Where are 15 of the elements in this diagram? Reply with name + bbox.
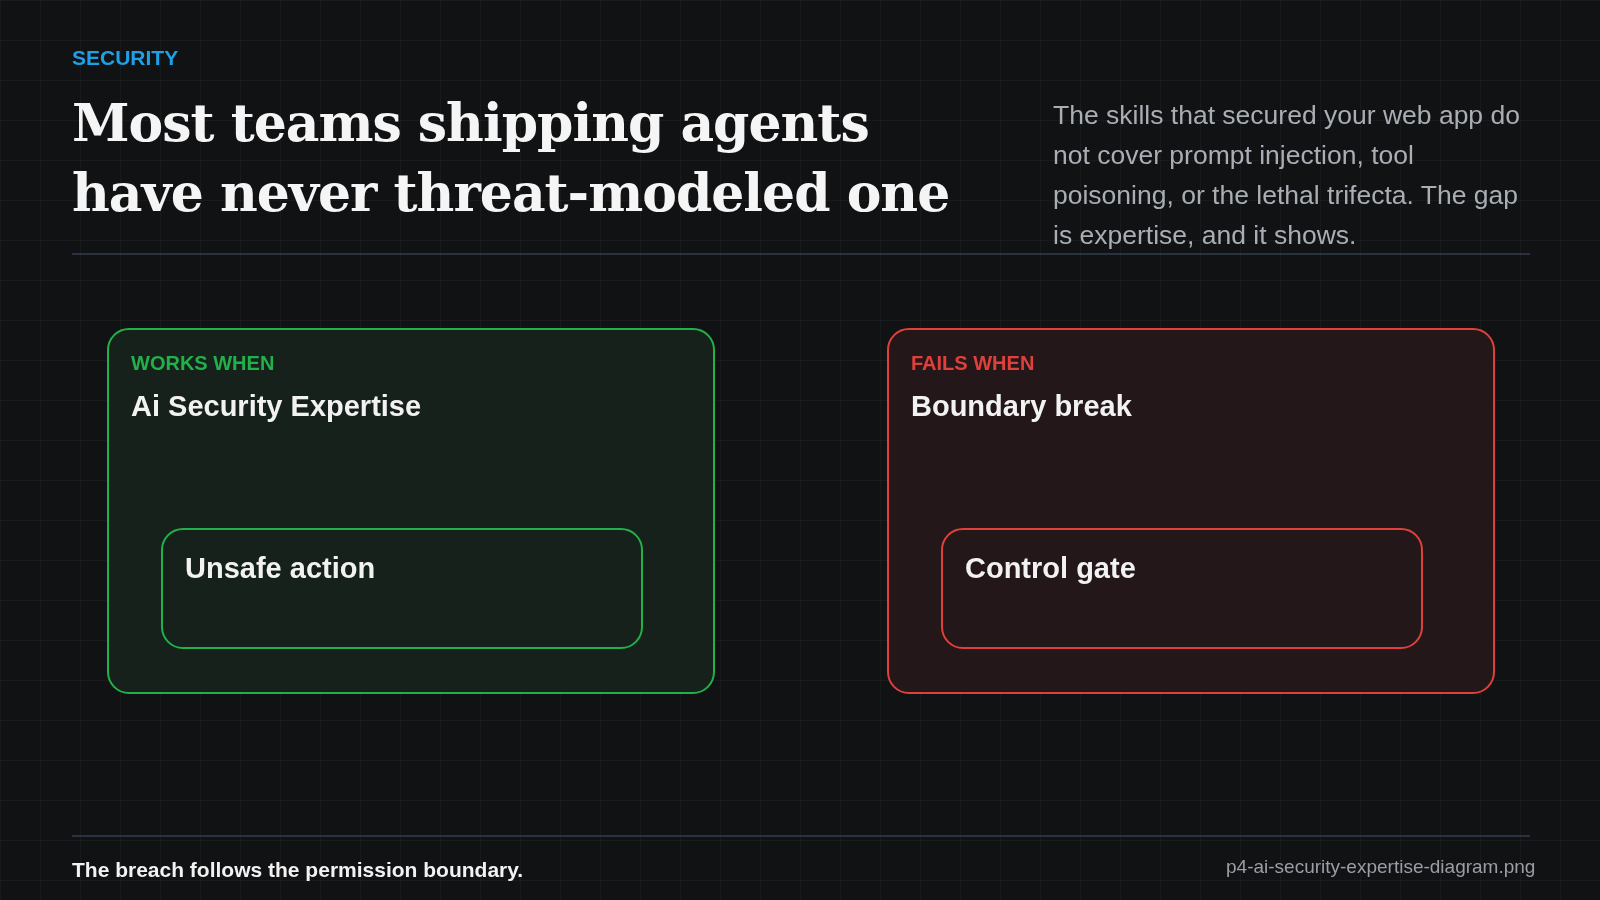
inner-box: [941, 528, 1423, 649]
inner-box: [161, 528, 643, 649]
card-kicker: WORKS WHEN: [131, 352, 275, 375]
file-name: p4-ai-security-expertise-diagram.png: [1226, 856, 1536, 878]
card-heading: Ai Security Expertise: [131, 390, 422, 423]
title: Most teams shipping agents have never threat-modeled one: [72, 91, 951, 225]
card-heading: Boundary break: [911, 390, 1132, 423]
box-label: Control gate: [965, 552, 1136, 585]
caption: The breach follows the permission boundary.: [72, 858, 524, 882]
intro-paragraph: The skills that secured your web app do not cover prompt injection, tool poisoning, or the lethal trifecta. The gap is expertise, and it shows.: [1053, 99, 1521, 252]
condition-card: [887, 328, 1495, 694]
box-label: Unsafe action: [185, 552, 376, 585]
condition-card: [107, 328, 715, 694]
card-kicker: FAILS WHEN: [911, 352, 1035, 375]
section-kicker: SECURITY: [72, 46, 179, 70]
